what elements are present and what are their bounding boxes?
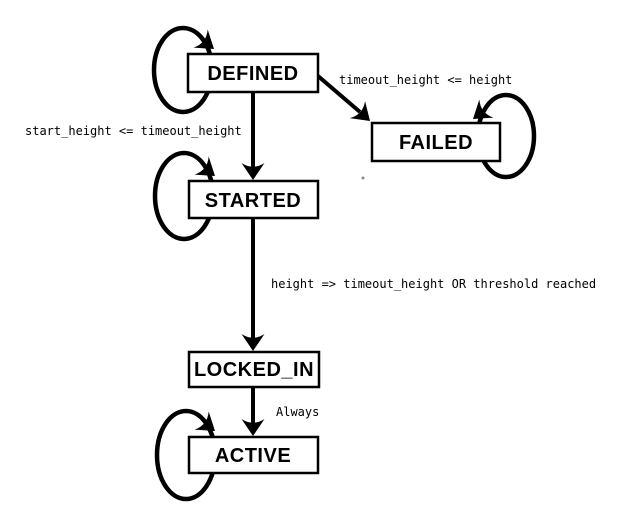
edge-label-locked-in-to-active: Always xyxy=(276,405,319,419)
state-started-box xyxy=(187,179,320,220)
edge-label-started-to-locked-in: height => timeout_height OR threshold re… xyxy=(271,277,596,291)
state-locked-in-label: LOCKED_IN xyxy=(194,359,314,381)
state-defined-label: DEFINED xyxy=(207,63,298,85)
edge-label-defined-to-failed: timeout_height <= height xyxy=(339,73,512,87)
state-active-box xyxy=(187,435,320,475)
state-defined-box xyxy=(186,52,320,94)
state-failed-box xyxy=(370,121,502,163)
state-started-label: STARTED xyxy=(205,190,301,212)
arrow-defined-to-failed xyxy=(316,74,362,114)
edge-label-defined-to-started: start_height <= timeout_height xyxy=(25,124,242,138)
state-failed-label: FAILED xyxy=(399,132,473,154)
state-active-label: ACTIVE xyxy=(215,445,291,467)
stray-dot xyxy=(361,176,365,180)
state-locked-in-box xyxy=(187,350,321,389)
